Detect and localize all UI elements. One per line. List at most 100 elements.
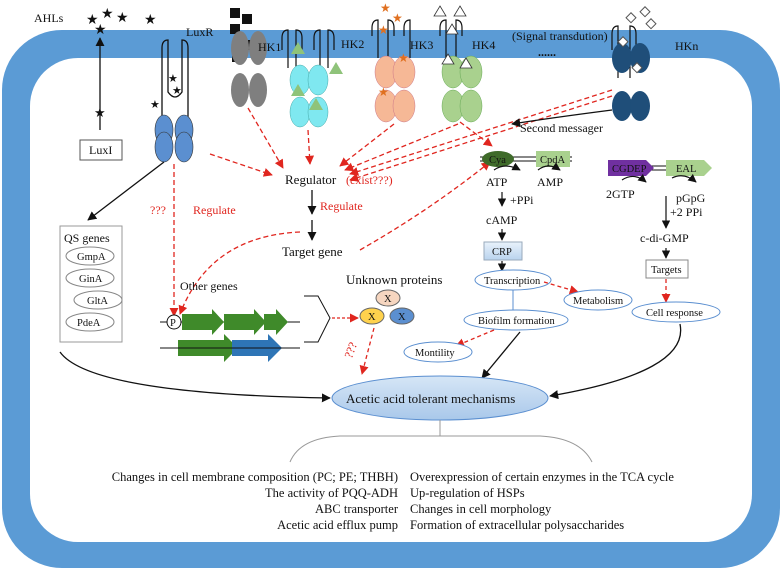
hk1-receptor — [230, 8, 267, 107]
svg-text:Acetic acid efflux pump: Acetic acid efflux pump — [277, 518, 398, 532]
ahl-star-icons: ★ ★ ★ ★ ★ — [86, 7, 157, 38]
hk4-receptor — [433, 5, 483, 123]
mechanisms-right-list: Overexpression of certain enzymes in the… — [410, 470, 674, 532]
svg-text:Formation of extracellular pol: Formation of extracellular polysaccharid… — [410, 518, 624, 532]
eal-label: EAL — [676, 164, 696, 175]
camp-label: cAMP — [486, 213, 518, 227]
hk1-label: HK1 — [258, 40, 281, 54]
crp-label: CRP — [492, 247, 512, 258]
other-genes-operon: P — [160, 309, 300, 362]
targets-box — [645, 259, 689, 279]
mechanisms-brace — [289, 435, 593, 463]
svg-text:GinA: GinA — [79, 274, 103, 285]
cya-enzyme — [482, 151, 514, 167]
biofilm-node — [463, 309, 569, 331]
unknown-q-label: ??? — [150, 203, 166, 217]
svg-text:★: ★ — [380, 1, 391, 15]
hk2-receptor — [281, 29, 343, 128]
cya-label: Cya — [489, 155, 506, 166]
svg-text:Overexpression of certain enzy: Overexpression of certain enzymes in the… — [410, 470, 674, 484]
svg-text:X: X — [368, 312, 376, 323]
svg-text:★: ★ — [144, 13, 157, 28]
svg-text:PdeA: PdeA — [77, 318, 101, 329]
second-messager-arrow — [511, 109, 613, 128]
hk2-label: HK2 — [341, 37, 364, 51]
cgdep-enzyme — [608, 160, 654, 176]
star-icon: ★ — [94, 105, 106, 120]
svg-text:★: ★ — [398, 51, 409, 65]
svg-text:ABC transporter: ABC transporter — [315, 502, 399, 516]
svg-text:X: X — [384, 294, 392, 305]
svg-text:★: ★ — [392, 11, 403, 25]
regulator-input-arrows — [209, 89, 613, 182]
motility-label: Montility — [415, 348, 455, 359]
hk3-label: HK3 — [410, 38, 433, 52]
unknown-proteins-label: Unknown proteins — [346, 272, 442, 287]
luxr-receptor: ★ ★ ★ — [150, 39, 194, 163]
cell-response-node — [631, 301, 721, 323]
qs-to-mechanisms-arrow — [59, 351, 331, 403]
svg-text:★: ★ — [172, 85, 182, 97]
targets-label: Targets — [651, 265, 682, 276]
target-to-cya-arrow — [359, 161, 491, 251]
exist-label: (exist???) — [346, 173, 393, 187]
proteins-to-mechanisms-arrow — [359, 327, 375, 375]
cgdep-label: CGDEP — [612, 164, 647, 175]
ahls-label: AHLs — [34, 11, 64, 25]
cpda-enzyme — [536, 151, 570, 167]
regulate-label-2: Regulate — [193, 203, 236, 217]
biofilm-label: Biofilm formation — [478, 316, 555, 327]
pgpg-label: pGpG — [676, 191, 706, 205]
pgpg-arrow — [671, 173, 697, 183]
hkn-receptor — [611, 6, 657, 121]
hk4-label: HK4 — [472, 38, 495, 52]
svg-text:★: ★ — [116, 11, 129, 26]
atp-arrow — [493, 162, 521, 171]
operon-bracket — [304, 295, 331, 343]
luxr-label: LuxR — [186, 25, 213, 39]
transcription-to-metabolism-arrow — [543, 281, 579, 295]
regulate-label-1: Regulate — [320, 199, 363, 213]
target-gene-label: Target gene — [282, 244, 343, 259]
mechanisms-left-list: Changes in cell membrane composition (PC… — [112, 470, 399, 532]
atp-label: ATP — [486, 175, 508, 189]
luxi-box — [79, 139, 123, 161]
svg-text:Changes in cell morphology: Changes in cell morphology — [410, 502, 552, 516]
svg-text:Changes in cell membrane compo: Changes in cell membrane composition (PC… — [112, 470, 398, 484]
gtp-label: 2GTP — [606, 187, 635, 201]
crp-box — [483, 241, 523, 261]
regulate-to-genes-arrow — [178, 231, 301, 315]
qs-gene-list: GmpA GinA GltA PdeA — [65, 246, 123, 332]
luxr-to-qs-arrow — [87, 161, 165, 221]
mechanisms-title: Acetic acid tolerant mechanisms — [346, 391, 515, 406]
signal-transduction-label: (Signal transdution) — [512, 29, 608, 43]
amp-label: AMP — [537, 175, 563, 189]
unknown-q-label-2: ??? — [341, 340, 360, 360]
other-genes-label: Other genes — [180, 279, 238, 293]
svg-text:Up-regulation of HSPs: Up-regulation of HSPs — [410, 486, 525, 500]
cdigmp-label: c-di-GMP — [640, 231, 689, 245]
response-to-mechanisms-arrow — [549, 323, 682, 400]
svg-text:X: X — [398, 312, 406, 323]
qs-genes-title: QS genes — [64, 231, 110, 245]
regulator-label: Regulator — [285, 172, 337, 187]
motility-node — [403, 341, 473, 363]
cell-response-label: Cell response — [646, 308, 703, 319]
second-messager-label: Second messager — [520, 121, 603, 135]
unknown-proteins: X X X — [359, 289, 415, 325]
svg-text:★: ★ — [101, 7, 114, 22]
luxi-label: LuxI — [89, 143, 112, 157]
svg-text:GltA: GltA — [87, 296, 108, 307]
svg-text:★: ★ — [150, 99, 160, 111]
svg-text:P: P — [170, 318, 176, 329]
svg-text:★: ★ — [168, 73, 178, 85]
svg-text:★: ★ — [378, 23, 389, 37]
svg-text:★: ★ — [94, 23, 107, 38]
metabolism-label: Metabolism — [573, 296, 623, 307]
ellipsis-label: ...... — [538, 45, 556, 59]
cpda-label: CpdA — [540, 155, 566, 166]
transcription-label: Transcription — [484, 276, 541, 287]
svg-text:The activity of PQQ-ADH: The activity of PQQ-ADH — [265, 486, 398, 500]
amp-arrow — [537, 162, 561, 171]
